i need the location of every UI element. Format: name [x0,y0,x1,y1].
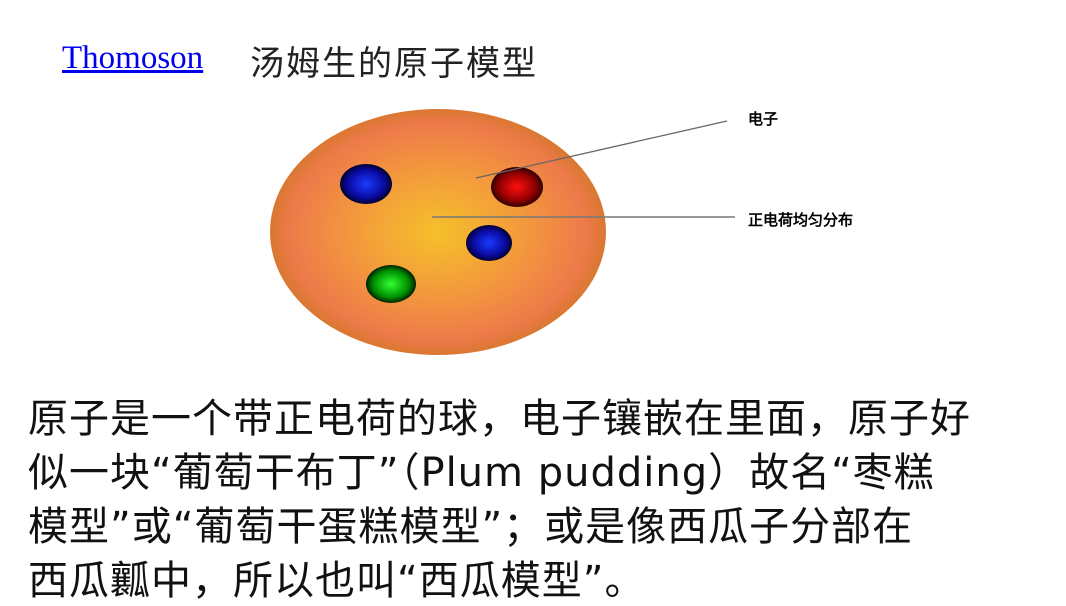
positive-sphere [270,109,606,355]
thomson-link[interactable]: Thomoson [62,40,204,76]
electron-pointer-line [475,120,728,179]
body-text-line: 原子是一个带正电荷的球，电子镶嵌在里面，原子好 [28,396,971,442]
label-electron: 电子 [748,110,779,128]
electron-blue [466,225,512,261]
body-text-line: 似一块“葡萄干布丁”（Plum pudding）故名“枣糕 [28,450,935,496]
slide-title: 汤姆生的原子模型 [250,44,538,84]
label-positive-charge: 正电荷均匀分布 [748,211,854,229]
electron-red [491,167,543,207]
body-text-line: 模型”或“葡萄干蛋糕模型”；或是像西瓜子分部在 [28,504,914,550]
atom-model-diagram [270,109,735,355]
electron-green [366,265,416,303]
electron-blue [340,164,392,204]
body-text-line: 西瓜瓤中，所以也叫“西瓜模型”。 [28,558,646,604]
